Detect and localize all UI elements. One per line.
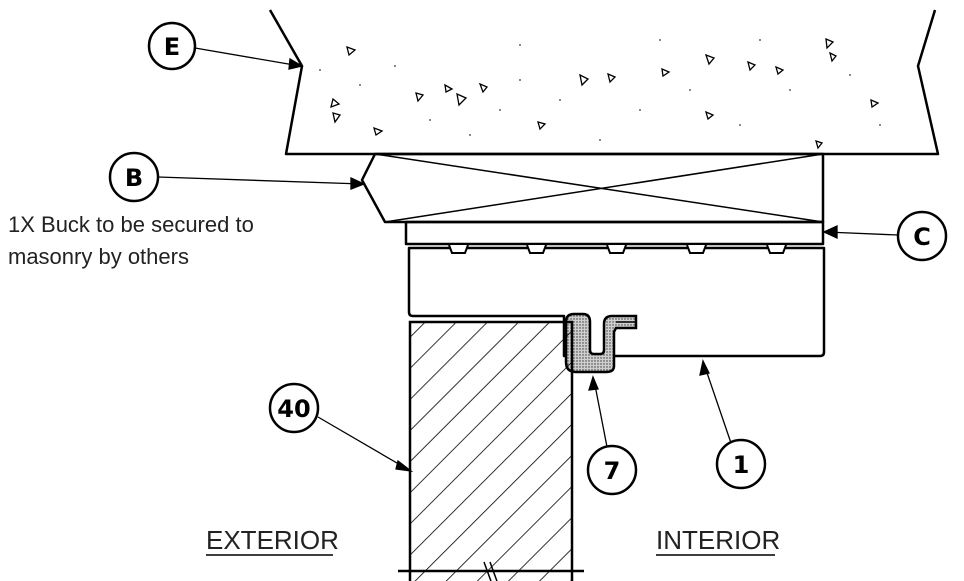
callout-b-label: B: [125, 164, 143, 192]
callout-e: E: [147, 21, 197, 71]
callout-7: 7: [586, 444, 638, 496]
callout-b: B: [108, 151, 160, 203]
callout-c-label: C: [913, 223, 931, 251]
callout-c: C: [896, 210, 948, 262]
glass-sash: [398, 320, 584, 581]
callout-1: 1: [715, 438, 767, 490]
interior-label: INTERIOR: [656, 525, 780, 555]
concrete-aggregate: [330, 37, 880, 150]
callout-40: 40: [268, 382, 320, 434]
callout-e-label: E: [164, 33, 180, 61]
buck-note-line-2: masonry by others: [8, 244, 189, 269]
concrete-sand-dots: [319, 39, 881, 141]
exterior-label: EXTERIOR: [206, 525, 339, 555]
wood-buck: [360, 152, 825, 224]
shim-strip: [404, 220, 825, 246]
masonry-section: [268, 9, 940, 156]
callout-40-label: 40: [277, 395, 310, 423]
leader-lines: [157, 47, 899, 472]
callout-1-label: 1: [733, 451, 750, 479]
glazing-gasket: [564, 312, 638, 374]
buck-note-line-1: 1X Buck to be secured to: [8, 212, 254, 237]
callout-7-label: 7: [604, 457, 621, 485]
frame-grooves: [448, 244, 787, 254]
